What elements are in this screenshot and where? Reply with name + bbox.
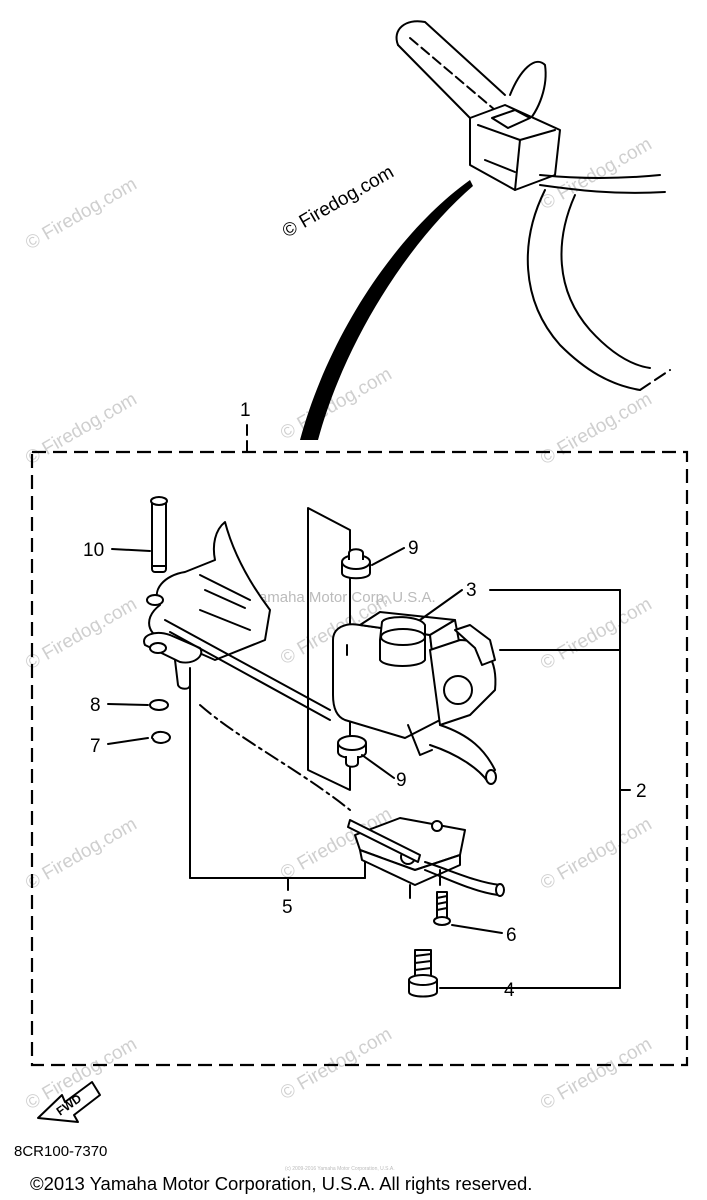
circlip-7 <box>151 730 171 744</box>
firedog-watermark-dark: © Firedog.com <box>279 162 398 243</box>
lever-part <box>143 521 351 811</box>
watermark-text: © Firedog.com <box>22 594 141 675</box>
callout-2: 2 <box>636 781 647 802</box>
watermark-text: © Firedog.com <box>537 389 656 470</box>
switch-body-3 <box>332 611 497 785</box>
yamaha-watermark: Yamaha Motor Corp, U.S.A. <box>250 589 436 606</box>
part-code: 8CR100-7370 <box>14 1143 107 1160</box>
watermark-text: © Firedog.com <box>22 389 141 470</box>
watermark-text: © Firedog.com <box>537 594 656 675</box>
screw-6 <box>433 891 451 926</box>
callout-1: 1 <box>240 400 251 421</box>
handlebar-illustration <box>300 20 671 440</box>
callout-10: 10 <box>83 540 104 561</box>
watermark-text: © Firedog.com <box>537 814 656 895</box>
callout-9-bottom: 9 <box>396 770 407 791</box>
copyright-text: ©2013 Yamaha Motor Corporation, U.S.A. A… <box>30 1173 532 1194</box>
grommet-9-bottom <box>337 735 367 768</box>
callout-3: 3 <box>466 580 477 601</box>
watermark-text: © Firedog.com <box>22 174 141 255</box>
sub-switch-5 <box>347 817 505 899</box>
callout-4: 4 <box>504 980 515 1001</box>
bolt-4 <box>408 949 438 998</box>
watermark-text: © Firedog.com <box>22 814 141 895</box>
assembly-frame <box>30 450 689 1067</box>
callout-6: 6 <box>506 925 517 946</box>
tiny-watermark: (c) 2009-2016 Yamaha Motor Corporation, … <box>285 1166 395 1172</box>
pin-10 <box>150 496 168 573</box>
callout-9-top: 9 <box>408 538 419 559</box>
watermark-text: © Firedog.com <box>537 1034 656 1115</box>
callout-8: 8 <box>90 695 101 716</box>
grommet-9-top <box>341 548 371 580</box>
fwd-arrow-icon: FWD <box>37 1081 101 1123</box>
callout-7: 7 <box>90 736 101 757</box>
callout-5: 5 <box>282 897 293 918</box>
washer-8 <box>149 699 169 711</box>
